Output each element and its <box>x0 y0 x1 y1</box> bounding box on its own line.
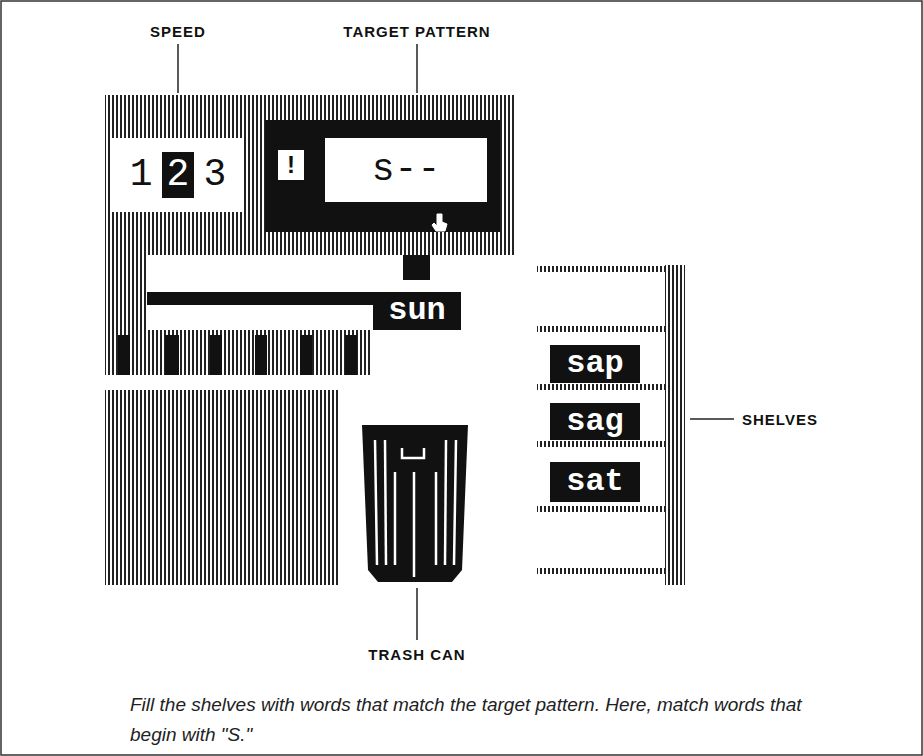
figure-caption: Fill the shelves with words that match t… <box>130 690 810 750</box>
speed-selector: 123 <box>118 145 238 205</box>
speed-panel <box>112 138 244 212</box>
shelf <box>537 266 665 272</box>
roller <box>118 335 130 375</box>
belt-rollers <box>118 335 357 375</box>
leader-line <box>177 44 179 93</box>
part-label: TRASH CAN <box>366 646 467 663</box>
shelf <box>537 568 665 574</box>
speed-digit: 3 <box>198 152 231 198</box>
word-tile: sap <box>550 345 640 383</box>
striped-ground <box>105 95 515 255</box>
leader-line <box>416 588 418 640</box>
striped-ground <box>147 330 370 375</box>
conveyor-belt <box>147 292 373 305</box>
dropper-block <box>403 255 430 280</box>
word-text: sun <box>388 295 446 327</box>
trash-can <box>362 425 468 582</box>
word-tile: sun <box>373 292 461 330</box>
leader-line <box>416 44 418 93</box>
roller <box>165 335 179 375</box>
target-panel <box>265 120 500 232</box>
word-tile: sat <box>550 462 640 502</box>
roller <box>345 335 357 375</box>
word-text: sat <box>566 466 624 498</box>
leader-line <box>690 418 734 420</box>
pattern-text: ! <box>287 153 295 177</box>
speed-digit: 2 <box>162 152 195 198</box>
shelf-post <box>665 265 685 585</box>
roller <box>210 335 222 375</box>
shelf <box>537 326 665 332</box>
pattern-text: s-- <box>372 151 440 189</box>
striped-ground <box>105 255 147 375</box>
word-text: sap <box>566 348 624 380</box>
part-label: SPEED <box>148 23 208 40</box>
part-label: TARGET PATTERN <box>341 23 492 40</box>
hand-cursor <box>432 214 447 231</box>
shelf-boards <box>537 266 665 574</box>
target-pattern-box: s-- <box>322 135 490 205</box>
speed-digit: 1 <box>125 152 158 198</box>
word-text: sag <box>566 406 624 438</box>
alert-box: ! <box>278 150 304 180</box>
striped-ground <box>105 390 340 585</box>
shelf <box>537 441 665 447</box>
word-tile: sag <box>550 403 640 440</box>
roller <box>255 335 267 375</box>
shelf <box>537 506 665 512</box>
roller <box>300 335 312 375</box>
part-label: SHELVES <box>740 411 820 428</box>
shelf <box>537 384 665 390</box>
trash-can-lines <box>375 440 456 577</box>
leader-lines <box>178 44 734 640</box>
